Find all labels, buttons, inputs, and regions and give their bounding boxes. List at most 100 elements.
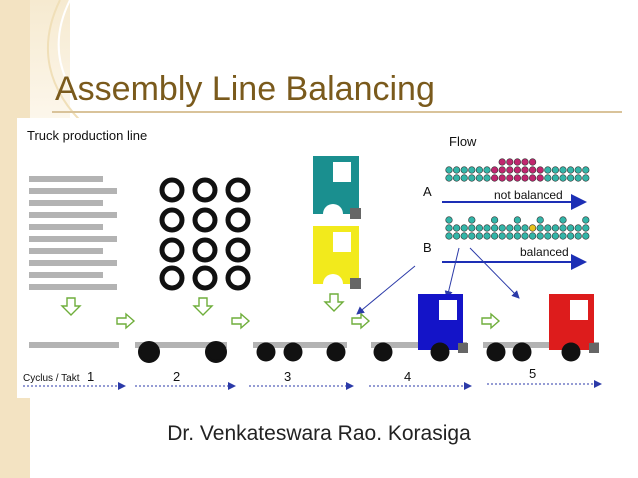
wheel-grid — [159, 177, 251, 291]
flow-dot — [475, 224, 484, 232]
flow-dot — [498, 166, 506, 174]
frame-rail — [29, 260, 117, 266]
frame-rail — [29, 272, 103, 278]
truck-line-diagram: Truck production line Flow A not balance… — [17, 118, 617, 398]
frame-rail-stack — [29, 176, 117, 290]
flow-dot — [498, 158, 506, 166]
flow-dot — [566, 232, 575, 240]
flow-dot — [460, 166, 468, 174]
flow-dot — [521, 166, 529, 174]
hollow-down-arrow — [60, 297, 82, 316]
flow-dot — [491, 224, 499, 232]
hollow-right-arrows — [116, 312, 501, 330]
flow-dot — [536, 216, 544, 224]
row-b-label: B — [423, 240, 432, 255]
flow-dot — [453, 224, 461, 232]
flow-dot — [491, 174, 499, 182]
flow-dot — [468, 174, 476, 182]
flow-dot — [445, 166, 453, 174]
flow-dot — [506, 166, 514, 174]
row-a-dots — [445, 158, 590, 182]
flow-dot — [536, 224, 544, 232]
flow-dot — [491, 232, 499, 240]
flow-dot — [559, 166, 567, 174]
flow-dot — [574, 166, 582, 174]
flow-dot — [475, 174, 484, 182]
flow-dot — [475, 232, 484, 240]
flow-dot — [551, 174, 560, 182]
flow-dot — [559, 174, 567, 182]
title-underline — [52, 111, 622, 113]
wheel — [192, 265, 218, 291]
station-5 — [483, 294, 599, 362]
flow-dot — [468, 224, 476, 232]
row-a-label: A — [423, 184, 432, 199]
flow-dot — [453, 232, 461, 240]
flow-dot — [513, 216, 522, 224]
flow-dot — [506, 174, 514, 182]
diagram-heading: Truck production line — [27, 128, 147, 143]
flow-dot — [521, 174, 529, 182]
flow-dot — [506, 158, 514, 166]
wheel — [159, 207, 185, 233]
flow-dot — [445, 216, 453, 224]
row-b-caption: balanced — [520, 245, 569, 259]
flow-dot — [528, 174, 537, 182]
flow-dot — [506, 224, 514, 232]
flow-dot — [483, 232, 491, 240]
flow-dot — [513, 166, 522, 174]
cycle-label: Cyclus / Takt — [23, 373, 80, 384]
flow-dot — [453, 166, 461, 174]
flow-dot — [566, 224, 575, 232]
flow-dot — [551, 166, 560, 174]
station-number-4: 4 — [404, 369, 411, 384]
flow-dot — [521, 224, 529, 232]
flow-dot — [582, 216, 590, 224]
flow-dot — [551, 224, 560, 232]
flow-dot — [521, 232, 529, 240]
frame-rail — [29, 248, 103, 254]
flow-dot — [483, 166, 491, 174]
flow-label: Flow — [449, 134, 477, 149]
station-4 — [371, 294, 468, 362]
cab-teal — [313, 156, 361, 219]
flow-dot — [460, 224, 468, 232]
flow-dot — [468, 216, 476, 224]
wheel — [159, 237, 185, 263]
station-number-3: 3 — [284, 369, 291, 384]
cycle-dotted-arrows — [23, 380, 602, 390]
wheel — [225, 207, 251, 233]
flow-dot — [513, 232, 522, 240]
station-3 — [253, 342, 347, 362]
flow-dot — [521, 158, 529, 166]
flow-dot — [544, 232, 552, 240]
frame-rail — [29, 176, 103, 182]
wheel — [192, 237, 218, 263]
frame-rail — [29, 188, 117, 194]
flow-dot — [445, 232, 453, 240]
flow-dot — [544, 166, 552, 174]
hollow-right-arrow — [231, 312, 251, 330]
flow-dot — [483, 224, 491, 232]
flow-dot — [498, 232, 506, 240]
frame-rail — [29, 212, 117, 218]
hollow-right-arrow — [116, 312, 136, 330]
flow-dot — [574, 232, 582, 240]
frame-rail — [29, 236, 117, 242]
flow-dot — [468, 232, 476, 240]
flow-dot — [544, 174, 552, 182]
flow-dot — [513, 174, 522, 182]
flow-dot — [491, 216, 499, 224]
flow-dot — [483, 174, 491, 182]
hollow-down-arrow — [323, 293, 345, 312]
wheel — [159, 265, 185, 291]
frame-rail — [29, 224, 103, 230]
flow-dot — [513, 158, 522, 166]
row-b-dots — [445, 216, 590, 240]
flow-dot — [574, 174, 582, 182]
flow-dot — [566, 174, 575, 182]
decorative-curves — [46, 0, 90, 130]
flow-dot — [513, 224, 522, 232]
flow-dot — [475, 166, 484, 174]
station-number-2: 2 — [173, 369, 180, 384]
